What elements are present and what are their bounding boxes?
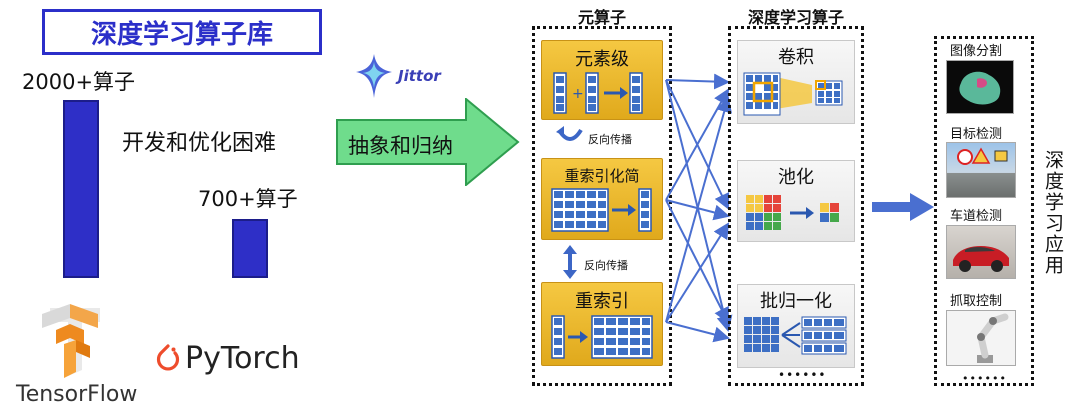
meta-card-reindex-reduce: 重索引化简: [541, 158, 663, 240]
pytorch-icon: [156, 344, 180, 371]
dl-to-apps-arrow: [872, 193, 934, 221]
difficulty-text: 开发和优化困难: [122, 131, 277, 156]
dl-ops-panel: [728, 26, 864, 386]
dl-card-batchnorm-label: 批归一化: [760, 291, 832, 312]
detection-image: [946, 142, 1016, 198]
apps-ellipsis: ••••••: [962, 372, 1007, 385]
dl-card-conv-label: 卷积: [778, 47, 814, 68]
tensorflow-logo: TensorFlow: [12, 300, 152, 408]
apps-title: 深度学习应用: [1042, 150, 1064, 276]
batchnorm-grid-icon: [744, 316, 847, 355]
pytorch-label: PyTorch: [185, 340, 300, 376]
traffic-sign-icon: [957, 147, 1008, 165]
apps-panel: [934, 36, 1034, 386]
dl-ops-ellipsis: ••••••: [778, 368, 827, 382]
lane-image: [946, 225, 1016, 279]
svg-text:+: +: [572, 86, 584, 102]
dl-card-batchnorm: 批归一化: [737, 284, 855, 368]
dl-card-pool: 池化: [737, 160, 855, 242]
reindex-grid-icon: [551, 315, 653, 359]
grasp-image: [946, 310, 1016, 366]
dl-ops-title: 深度学习算子: [747, 8, 844, 27]
bar-700-ops: [232, 219, 268, 278]
backprop-label-2: 反向传播: [584, 259, 628, 272]
meta-card-elementwise-label: 元素级: [575, 49, 629, 70]
car-icon: [953, 246, 1009, 272]
tensorflow-icon: [42, 304, 100, 378]
pytorch-logo: PyTorch: [155, 336, 325, 380]
abstraction-arrow: [336, 98, 520, 186]
meta-ops-title: 元算子: [577, 8, 626, 27]
meta-card-elementwise: 元素级 +: [541, 40, 663, 120]
meta-card-reindex: 重索引: [541, 282, 663, 366]
jittor-logo: Jittor: [354, 50, 484, 102]
app-label-segmentation: 图像分割: [950, 44, 1003, 59]
meta-card-reindex-label: 重索引: [575, 291, 629, 312]
segmentation-image: [946, 60, 1014, 114]
app-label-lane: 车道检测: [950, 209, 1003, 224]
elementwise-grid-icon: +: [553, 72, 643, 114]
segmentation-shape-icon: [959, 71, 1001, 105]
robot-arm-icon: [977, 313, 1009, 363]
pool-grid-icon: [746, 195, 839, 230]
bar-2000-ops: [63, 100, 99, 278]
jittor-label: Jittor: [398, 67, 441, 85]
backprop-label-1: 反向传播: [588, 133, 632, 146]
dl-card-conv: 卷积: [737, 40, 855, 124]
abstraction-arrow-label: 抽象和归纳: [348, 134, 453, 158]
meta-card-reindex-reduce-label: 重索引化简: [564, 167, 640, 185]
meta-to-dl-connections: [665, 73, 733, 343]
tensorflow-label: TensorFlow: [16, 382, 138, 407]
conv-grid-icon: [743, 72, 843, 116]
backprop-curve-icon: [556, 126, 583, 141]
bar2-label: 700+算子: [198, 187, 298, 211]
app-label-detection: 目标检测: [950, 127, 1003, 142]
app-label-grasp: 抓取控制: [950, 294, 1003, 309]
backprop-updown-icon: [563, 245, 577, 279]
jittor-icon: [356, 54, 392, 98]
meta-ops-panel: [532, 26, 672, 386]
bar1-label: 2000+算子: [22, 70, 136, 94]
operator-library-title: 深度学习算子库: [42, 9, 322, 55]
reindex-reduce-grid-icon: [551, 188, 652, 232]
dl-card-pool-label: 池化: [778, 167, 814, 188]
